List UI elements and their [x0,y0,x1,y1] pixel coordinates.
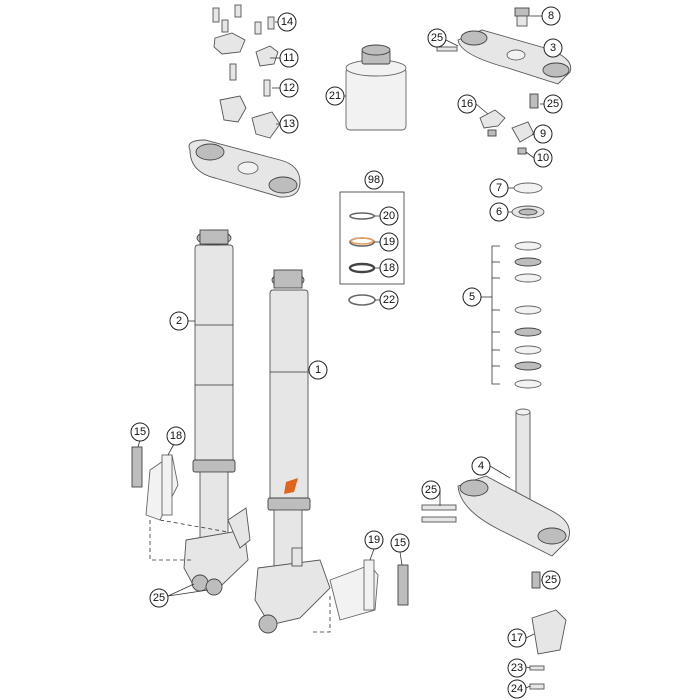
callout-19-right: 19 [364,530,384,550]
callout-18-left: 18 [166,426,186,446]
svg-text:12: 12 [283,82,295,94]
guard-19-right [329,559,379,621]
fork-leg-2 [183,229,251,596]
svg-text:4: 4 [478,460,484,472]
callout-3: 3 [543,38,563,58]
callout-25-lower-left: 25 [421,480,441,500]
guard-18 [145,454,179,521]
svg-text:25: 25 [547,98,559,110]
callout-19-kit: 19 [379,232,399,252]
guard-15-left [131,446,143,488]
callout-17: 17 [507,628,527,648]
callout-1: 1 [308,360,328,380]
callout-12: 12 [279,78,299,98]
callout-25-upper-right: 25 [543,94,563,114]
svg-text:22: 22 [383,294,395,306]
callout-13: 13 [279,114,299,134]
bolts-14 [212,4,275,35]
callout-22: 22 [379,290,399,310]
callout-8: 8 [541,6,561,26]
svg-text:6: 6 [496,206,502,218]
svg-text:23: 23 [511,662,523,674]
callout-98: 98 [364,170,384,190]
svg-text:25: 25 [431,32,443,44]
callout-11: 11 [279,48,299,68]
oil-bottle-21 [345,44,407,131]
svg-text:15: 15 [134,426,146,438]
callout-6: 6 [489,202,509,222]
svg-text:11: 11 [283,52,294,64]
bolts-12 [229,63,271,97]
svg-text:25: 25 [545,574,557,586]
svg-text:25: 25 [425,484,437,496]
callout-20: 20 [379,206,399,226]
callout-4: 4 [471,456,491,476]
callout-23: 23 [507,658,527,678]
svg-text:18: 18 [383,262,395,274]
callout-24: 24 [507,679,527,699]
upper-triple-clamp-left [188,139,301,198]
callout-9: 9 [533,124,553,144]
callout-15-right: 15 [390,533,410,553]
upper-triple-clamp-3 [436,29,572,109]
clamp-11 [213,32,279,67]
svg-text:17: 17 [511,632,523,644]
callout-16: 16 [457,94,477,114]
svg-text:24: 24 [511,683,523,695]
fork-leg-1 [254,269,331,634]
bracket-17 [531,609,567,655]
svg-text:3: 3 [550,42,556,54]
svg-text:8: 8 [548,10,554,22]
svg-text:19: 19 [383,236,395,248]
clamp-16-9 [479,109,535,155]
svg-text:19: 19 [368,534,380,546]
svg-text:14: 14 [281,16,293,28]
bearing-stack [511,182,545,389]
lower-triple-clamp-4 [421,408,570,589]
callout-10: 10 [533,148,553,168]
svg-text:16: 16 [461,98,473,110]
callout-21: 21 [325,86,345,106]
clamp-13 [219,95,281,139]
svg-text:15: 15 [394,537,406,549]
callout-25-top: 25 [427,28,447,48]
callout-14: 14 [277,12,297,32]
svg-text:9: 9 [540,128,546,140]
svg-text:10: 10 [537,152,549,164]
svg-text:13: 13 [283,118,295,130]
svg-text:18: 18 [170,430,182,442]
svg-text:1: 1 [315,364,321,376]
svg-text:21: 21 [329,90,341,102]
svg-text:25: 25 [153,592,165,604]
callout-25-lower-right: 25 [541,570,561,590]
callout-2: 2 [169,311,189,331]
screws-23-24 [529,665,545,690]
svg-text:20: 20 [383,210,395,222]
svg-text:5: 5 [469,291,475,303]
svg-text:7: 7 [496,182,502,194]
callout-18-kit: 18 [379,258,399,278]
nut-8 [514,7,530,27]
callout-7: 7 [489,178,509,198]
svg-text:2: 2 [176,315,182,327]
callout-5: 5 [462,287,482,307]
guard-15-right [397,564,409,606]
callout-15-left: 15 [130,422,150,442]
callout-25-fork: 25 [149,588,169,608]
svg-text:98: 98 [368,174,380,186]
